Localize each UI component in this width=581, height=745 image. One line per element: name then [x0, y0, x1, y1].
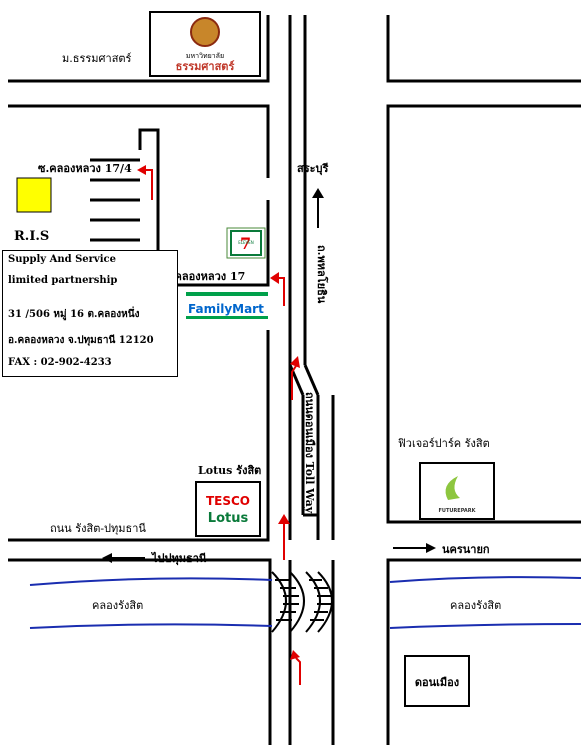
- familymart-logo: FamilyMart: [188, 302, 264, 316]
- thammasat-logo-name: ธรรมศาสตร์: [176, 60, 235, 73]
- phahon-road-label: ถ.พหลโยธิน: [315, 245, 329, 304]
- bridge-icon: [271, 571, 333, 633]
- rangsit-pathum-road-label: ถนน รังสิต-ปทุมธานี: [50, 522, 146, 535]
- ris-marker: [16, 177, 52, 213]
- thammasat-seal-icon: [190, 17, 220, 47]
- familymart-stripe-bottom: [186, 316, 268, 319]
- seven-eleven-text: ELEVEN: [238, 240, 254, 245]
- lotus-logo-text: Lotus: [208, 511, 249, 526]
- company-info-box: Supply And Service limited partnership 3…: [2, 250, 178, 377]
- seven-eleven-7-icon: 7: [240, 234, 251, 253]
- future-park-logo: [419, 462, 495, 520]
- thammasat-road-label: ม.ธรรมศาสตร์: [62, 52, 132, 65]
- don-mueang-box: [404, 655, 470, 707]
- to-pathum-label: ไปปทุมธานี: [150, 551, 207, 566]
- lotus-label: Lotus รังสิต: [198, 464, 261, 477]
- thammasat-logo-top: มหาวิทยาลัย: [186, 52, 224, 60]
- don-mueang-label: ดอนเมือง: [415, 676, 459, 689]
- info-line-1: Supply And Service: [8, 254, 116, 265]
- north-arrowhead-icon: [312, 188, 324, 198]
- canal-left-label: คลองรังสิต: [92, 599, 143, 612]
- info-line-5: FAX : 02-902-4233: [8, 357, 112, 368]
- future-park-leaf-icon: [445, 476, 460, 500]
- soi-17-4-label: ซ.คลองหลวง 17/4: [38, 162, 132, 175]
- future-park-logo-text: FUTUREPARK: [438, 508, 476, 514]
- to-pathum-arrowhead-icon: [102, 553, 112, 563]
- soi-17-4-arrow-icon: [145, 169, 153, 200]
- nakhon-nayok-label: นครนายก: [442, 543, 490, 556]
- bottom-arrowhead-icon: [290, 650, 300, 660]
- future-park-label: ฟิวเจอร์ปาร์ค รังสิต: [398, 437, 490, 450]
- tollway-arrowhead-icon: [290, 356, 300, 368]
- tollway-arrow-icon: [291, 365, 297, 400]
- canal-right-label: คลองรังสิต: [450, 599, 501, 612]
- tesco-logo-text: TESCO: [206, 494, 250, 508]
- soi-17-arrowhead-icon: [270, 272, 279, 284]
- soi-17-arrow-icon: [278, 277, 285, 306]
- nakhon-nayok-arrowhead-icon: [426, 543, 436, 553]
- road-outlines: [8, 15, 581, 745]
- canal-lines: [29, 576, 581, 629]
- tollway-label: ถนนดอนเมือง Toll Way: [303, 392, 316, 514]
- seven-eleven-frame: [230, 230, 262, 256]
- info-line-4: อ.คลองหลวง จ.ปทุมธานี 12120: [8, 335, 154, 346]
- saraburi-label: สระบุรี: [297, 162, 329, 176]
- info-line-2: limited partnership: [8, 275, 118, 286]
- info-line-3: 31 /506 หมู่ 16 ต.คลองหนึ่ง: [8, 309, 140, 320]
- ris-label: R.I.S: [14, 229, 49, 244]
- main-arrowhead-icon: [278, 514, 290, 524]
- tesco-lotus-logo: [195, 481, 261, 537]
- familymart-stripe: [186, 292, 268, 296]
- soi-17-4-arrowhead-icon: [137, 165, 146, 175]
- bottom-arrow-icon: [295, 657, 301, 685]
